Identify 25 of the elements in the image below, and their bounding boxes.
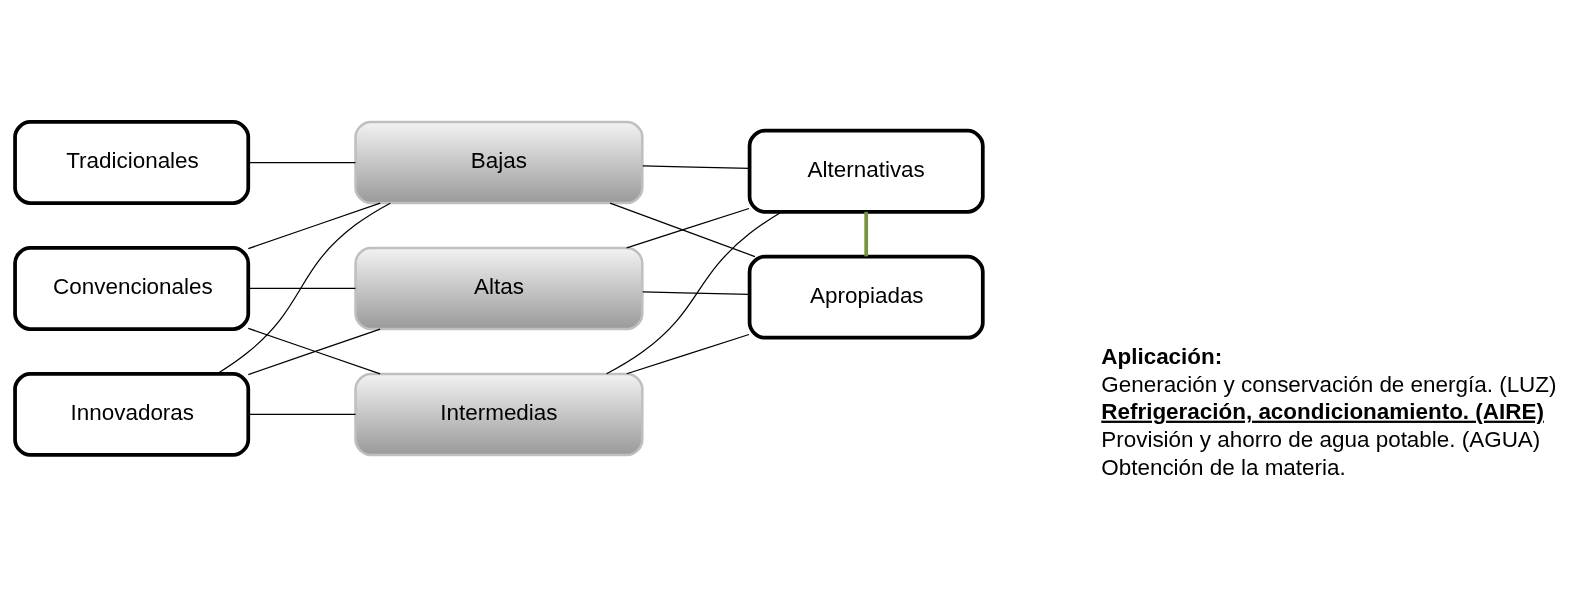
connector (626, 207, 750, 249)
label: Obtención de la materia. (1101, 454, 1346, 480)
connector (247, 287, 357, 290)
label: Refrigeración, acondicionamiento. (AIRE) (1101, 398, 1544, 424)
node-box: Intermedias (354, 372, 644, 457)
node-box: Bajas (354, 120, 644, 205)
label: Aplicación: (1101, 343, 1223, 369)
connector (609, 202, 756, 258)
connector (247, 413, 357, 416)
connector (864, 211, 869, 257)
connector (626, 333, 750, 375)
node-box: Apropiadas (747, 254, 985, 340)
node-box: Innovadoras (13, 372, 251, 457)
connector (247, 202, 381, 250)
connector (216, 202, 391, 375)
connector (642, 165, 751, 170)
node-box: Alternativas (747, 128, 985, 214)
node-box: Convencionales (13, 246, 251, 331)
node-box: Tradicionales (13, 120, 251, 205)
label: Generación y conservación de energía. (LUZ) (1101, 372, 1557, 398)
label: Provisión y ahorro de agua potable. (AGUA) (1101, 427, 1541, 453)
connector (642, 291, 751, 296)
node-box: Altas (354, 246, 644, 331)
connector (605, 211, 783, 375)
connector (247, 161, 357, 164)
